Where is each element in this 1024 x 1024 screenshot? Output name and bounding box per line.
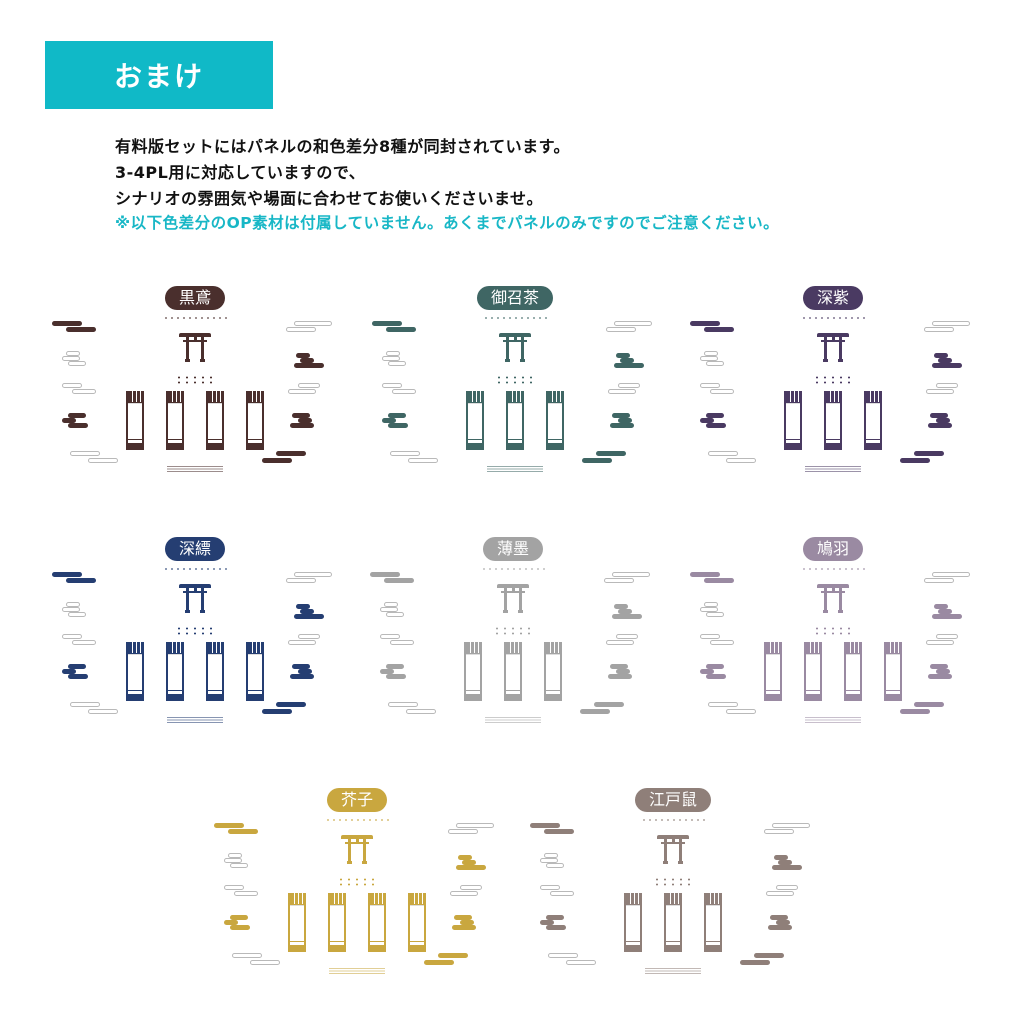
scroll-panels <box>466 391 564 450</box>
scroll-panels <box>764 642 902 701</box>
hanging-scroll-icon <box>824 391 842 450</box>
player-dots <box>495 375 535 385</box>
torii-icon <box>341 835 373 865</box>
hanging-scroll-icon <box>624 893 642 952</box>
scroll-panels <box>624 893 722 952</box>
color-panel: 鳩羽 <box>688 534 978 734</box>
hanging-scroll-icon <box>764 642 782 701</box>
title-dots <box>481 568 545 570</box>
description-block: 有料版セットにはパネルの和色差分8種が同封されています。 3-4PL用に対応して… <box>115 134 935 234</box>
torii-icon <box>657 835 689 865</box>
title-dots <box>325 819 389 821</box>
scroll-panels <box>784 391 882 450</box>
player-dots <box>175 375 215 385</box>
hanging-scroll-icon <box>408 893 426 952</box>
player-dots <box>337 877 377 887</box>
color-name-label: 御召茶 <box>476 286 554 310</box>
hanging-scroll-icon <box>864 391 882 450</box>
hanging-scroll-icon <box>206 391 224 450</box>
title-dots <box>801 317 865 319</box>
torii-icon <box>179 584 211 614</box>
title-dots <box>483 317 547 319</box>
hanging-scroll-icon <box>328 893 346 952</box>
color-panel: 薄墨 <box>368 534 658 734</box>
copyright-text <box>805 717 861 724</box>
hanging-scroll-icon <box>288 893 306 952</box>
color-panel: 江戸鼠 <box>528 785 818 985</box>
color-name-label: 深紫 <box>802 286 864 310</box>
copyright-text <box>805 466 861 473</box>
copyright-text <box>645 968 701 975</box>
color-name-label: 薄墨 <box>482 537 544 561</box>
hanging-scroll-icon <box>126 391 144 450</box>
hanging-scroll-icon <box>844 642 862 701</box>
hanging-scroll-icon <box>804 642 822 701</box>
color-panel: 黒鳶 <box>50 283 340 483</box>
hanging-scroll-icon <box>206 642 224 701</box>
player-dots <box>175 626 215 636</box>
scroll-panels <box>126 642 264 701</box>
hanging-scroll-icon <box>166 391 184 450</box>
torii-icon <box>497 584 529 614</box>
torii-icon <box>817 333 849 363</box>
player-dots <box>813 626 853 636</box>
description-note: ※以下色差分のOP素材は付属していません。あくまでパネルのみですのでご注意くださ… <box>115 214 780 232</box>
hanging-scroll-icon <box>504 642 522 701</box>
color-name-label: 黒鳶 <box>164 286 226 310</box>
title-dots <box>801 568 865 570</box>
hanging-scroll-icon <box>784 391 802 450</box>
hanging-scroll-icon <box>704 893 722 952</box>
torii-icon <box>817 584 849 614</box>
title-dots <box>163 317 227 319</box>
banner-title: おまけ <box>113 60 204 93</box>
torii-icon <box>499 333 531 363</box>
copyright-text <box>167 466 223 473</box>
hanging-scroll-icon <box>466 391 484 450</box>
description-line-2: 3-4PL用に対応していますので、 <box>115 163 366 182</box>
color-name-label: 芥子 <box>326 788 388 812</box>
copyright-text <box>487 466 543 473</box>
section-banner: おまけ <box>45 41 273 109</box>
scroll-panels <box>288 893 426 952</box>
copyright-text <box>485 717 541 724</box>
description-line-3: シナリオの雰囲気や場面に合わせてお使いくださいませ。 <box>115 189 544 208</box>
scroll-panels <box>464 642 562 701</box>
hanging-scroll-icon <box>246 642 264 701</box>
color-panel: 御召茶 <box>370 283 660 483</box>
scroll-panels <box>126 391 264 450</box>
title-dots <box>641 819 705 821</box>
color-panel: 深紫 <box>688 283 978 483</box>
copyright-text <box>329 968 385 975</box>
hanging-scroll-icon <box>546 391 564 450</box>
title-dots <box>163 568 227 570</box>
color-name-label: 江戸鼠 <box>634 788 712 812</box>
hanging-scroll-icon <box>126 642 144 701</box>
hanging-scroll-icon <box>246 391 264 450</box>
description-line-1: 有料版セットにはパネルの和色差分8種が同封されています。 <box>115 137 571 156</box>
player-dots <box>813 375 853 385</box>
copyright-text <box>167 717 223 724</box>
hanging-scroll-icon <box>664 893 682 952</box>
color-name-label: 深縹 <box>164 537 226 561</box>
hanging-scroll-icon <box>884 642 902 701</box>
color-panel: 芥子 <box>212 785 502 985</box>
player-dots <box>493 626 533 636</box>
color-panel: 深縹 <box>50 534 340 734</box>
color-name-label: 鳩羽 <box>802 537 864 561</box>
hanging-scroll-icon <box>166 642 184 701</box>
torii-icon <box>179 333 211 363</box>
hanging-scroll-icon <box>506 391 524 450</box>
player-dots <box>653 877 693 887</box>
hanging-scroll-icon <box>544 642 562 701</box>
hanging-scroll-icon <box>464 642 482 701</box>
hanging-scroll-icon <box>368 893 386 952</box>
